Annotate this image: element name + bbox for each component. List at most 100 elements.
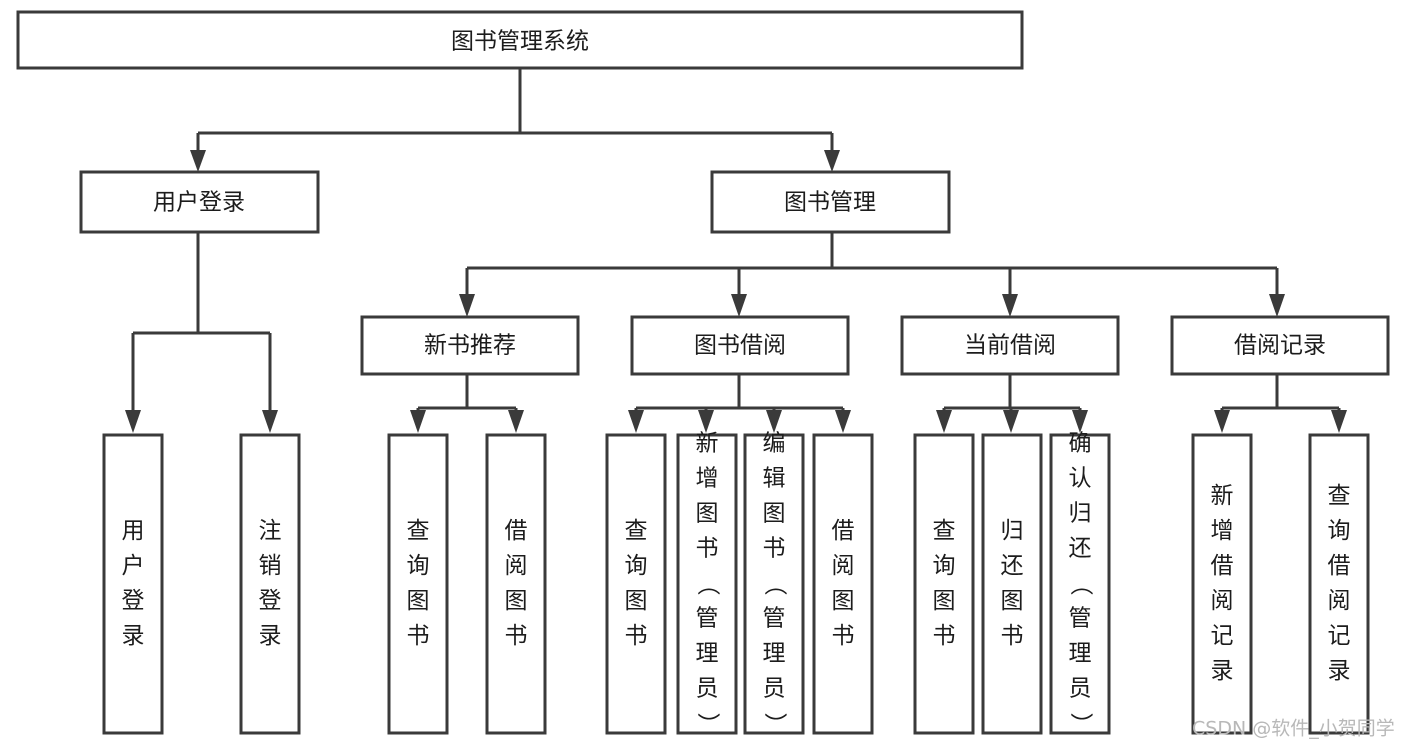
vertical-char: 还 xyxy=(1069,536,1092,562)
arrow-head-leaf-query-book-3 xyxy=(936,410,952,433)
vertical-char: 辑 xyxy=(763,466,786,492)
vertical-char: 录 xyxy=(259,623,282,649)
node-leaf-edit-book-box[interactable] xyxy=(743,433,805,735)
vertical-char: 图 xyxy=(832,588,855,614)
vertical-char: ） xyxy=(1068,713,1094,736)
vertical-char: 阅 xyxy=(832,553,855,579)
vertical-char: 员 xyxy=(763,676,786,702)
vertical-char: 增 xyxy=(696,466,719,492)
node-book-borrow-box[interactable] xyxy=(630,315,850,376)
arrow-head-leaf-add-record xyxy=(1214,410,1230,433)
vertical-char: （ xyxy=(1068,573,1094,596)
arrow-head-leaf-return-book xyxy=(1003,410,1019,433)
vertical-char: 理 xyxy=(1069,641,1092,667)
arrow-head-leaf-borrow-book-1 xyxy=(508,410,524,433)
node-new-book-recommend[interactable]: 新书推荐 xyxy=(360,315,580,376)
node-leaf-query-book-1-box[interactable] xyxy=(387,433,449,735)
node-current-borrow-box[interactable] xyxy=(900,315,1120,376)
node-root-box[interactable] xyxy=(16,10,1024,70)
vertical-char: 查 xyxy=(1328,483,1351,509)
vertical-char: 书 xyxy=(832,623,855,649)
arrow-head-current-borrow xyxy=(1002,294,1018,317)
node-leaf-query-book-2-box[interactable] xyxy=(605,433,667,735)
vertical-char: 图 xyxy=(407,588,430,614)
vertical-char: 录 xyxy=(1328,658,1351,684)
vertical-char: 查 xyxy=(625,518,648,544)
node-leaf-user-login-label: 用户登录 xyxy=(122,518,145,649)
node-leaf-confirm-return-box[interactable] xyxy=(1049,433,1111,735)
vertical-char: 询 xyxy=(1328,518,1351,544)
arrow-head-borrow-record xyxy=(1269,294,1285,317)
node-user-login-label: 用户登录 xyxy=(153,190,245,216)
node-leaf-borrow-book-2-box[interactable] xyxy=(812,433,874,735)
vertical-char: ） xyxy=(695,713,721,736)
vertical-char: 编 xyxy=(763,431,786,457)
node-leaf-user-login[interactable]: 用户登录 xyxy=(102,433,164,735)
vertical-char: 理 xyxy=(696,641,719,667)
node-leaf-logout-box[interactable] xyxy=(239,433,301,735)
node-current-borrow[interactable]: 当前借阅 xyxy=(900,315,1120,376)
node-book-borrow[interactable]: 图书借阅 xyxy=(630,315,850,376)
node-book-management-box[interactable] xyxy=(710,170,951,234)
vertical-char: 用 xyxy=(122,518,145,544)
vertical-char: 记 xyxy=(1211,623,1234,649)
node-book-borrow-label: 图书借阅 xyxy=(694,333,786,359)
node-borrow-record[interactable]: 借阅记录 xyxy=(1170,315,1390,376)
node-leaf-borrow-book-1-box[interactable] xyxy=(485,433,547,735)
node-leaf-add-record-box[interactable] xyxy=(1191,433,1253,735)
node-leaf-add-book-box[interactable] xyxy=(676,433,738,735)
vertical-char: 询 xyxy=(933,553,956,579)
vertical-char: 确 xyxy=(1069,431,1092,457)
vertical-char: 阅 xyxy=(505,553,528,579)
node-leaf-query-book-3-box[interactable] xyxy=(913,433,975,735)
arrow-head-new-book-recommend xyxy=(459,294,475,317)
vertical-char: 录 xyxy=(122,623,145,649)
vertical-char: 图 xyxy=(625,588,648,614)
vertical-char: 图 xyxy=(763,501,786,527)
vertical-char: 管 xyxy=(1069,606,1092,632)
vertical-char: 增 xyxy=(1211,518,1234,544)
vertical-char: （ xyxy=(762,573,788,596)
node-user-login-box[interactable] xyxy=(79,170,320,234)
vertical-char: 归 xyxy=(1069,501,1092,527)
node-book-management-label: 图书管理 xyxy=(784,190,876,216)
vertical-char: 户 xyxy=(122,553,145,579)
node-book-management[interactable]: 图书管理 xyxy=(710,170,951,234)
node-current-borrow-label: 当前借阅 xyxy=(964,333,1056,359)
vertical-char: 阅 xyxy=(1328,588,1351,614)
vertical-char: 管 xyxy=(763,606,786,632)
node-leaf-return-book-box[interactable] xyxy=(981,433,1043,735)
arrow-head-book-borrow xyxy=(731,294,747,317)
vertical-char: 书 xyxy=(1001,623,1024,649)
node-new-book-recommend-box[interactable] xyxy=(360,315,580,376)
node-leaf-user-login-box[interactable] xyxy=(102,433,164,735)
node-leaf-query-record-box[interactable] xyxy=(1308,433,1370,735)
vertical-char: 新 xyxy=(696,431,719,457)
node-root[interactable]: 图书管理系统 xyxy=(16,10,1024,70)
vertical-char: 登 xyxy=(259,588,282,614)
nodes-layer: 图书管理系统 用户登录 图书管理 新书推荐 图书借阅 xyxy=(16,10,1390,736)
vertical-char: 录 xyxy=(1211,658,1234,684)
vertical-char: 员 xyxy=(696,676,719,702)
node-borrow-record-label: 借阅记录 xyxy=(1234,333,1326,359)
node-borrow-record-box[interactable] xyxy=(1170,315,1390,376)
node-user-login[interactable]: 用户登录 xyxy=(79,170,320,234)
